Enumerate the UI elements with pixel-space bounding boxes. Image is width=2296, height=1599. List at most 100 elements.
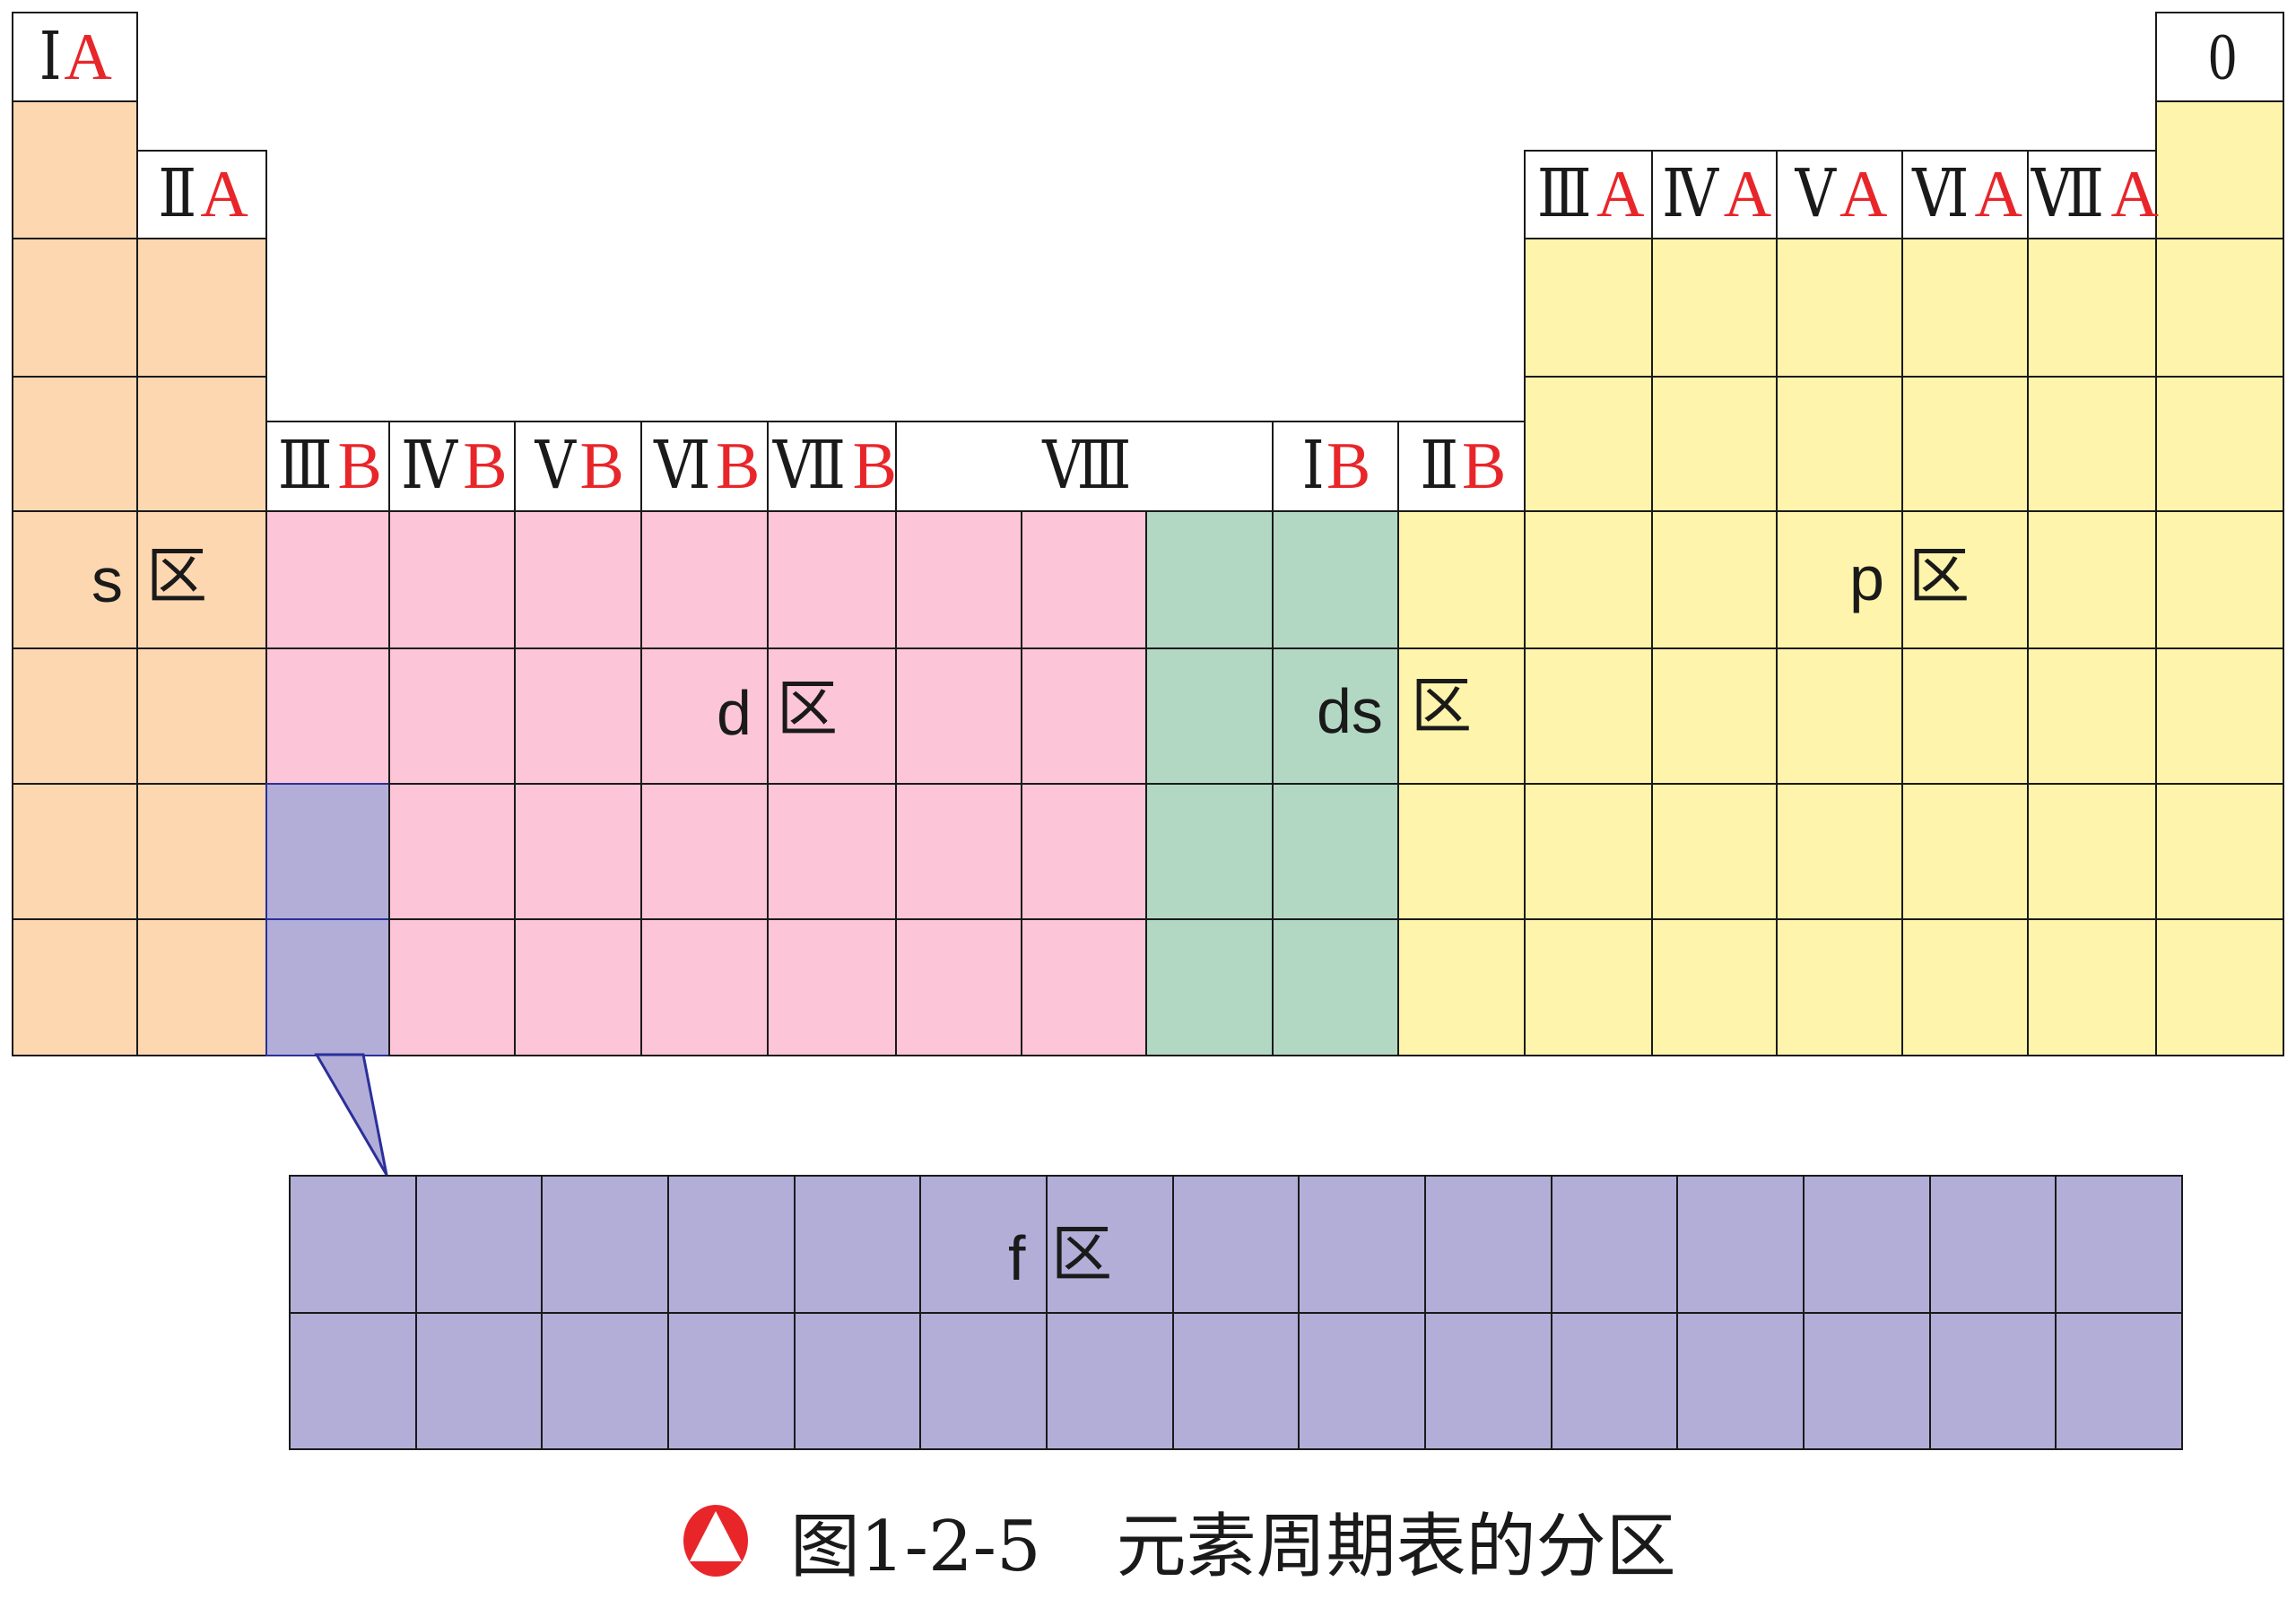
element-cell — [388, 918, 516, 1056]
element-cell — [2155, 783, 2284, 920]
element-cell — [1901, 783, 2029, 920]
f-block-cell — [667, 1312, 796, 1450]
f-block-cell — [1803, 1175, 1931, 1314]
element-cell — [1776, 783, 1903, 920]
f-block-cell — [1676, 1175, 1805, 1314]
figure-number: 图1-2-5 — [790, 1507, 1041, 1587]
element-cell — [2155, 510, 2284, 649]
element-cell — [136, 783, 267, 920]
p-block-letter: p — [1849, 543, 1884, 613]
f-block-cell — [1172, 1312, 1300, 1450]
group-roman-numeral: 0 — [2207, 20, 2236, 94]
d-block-letter: d — [717, 678, 752, 748]
element-cell — [12, 918, 138, 1056]
group-subgroup-letter: B — [1326, 430, 1371, 503]
element-cell — [640, 918, 769, 1056]
element-cell — [1901, 647, 2029, 785]
f-block-cell — [1551, 1175, 1679, 1314]
group-subgroup-letter: A — [200, 158, 248, 231]
f-block-cell — [2055, 1175, 2183, 1314]
element-cell — [12, 238, 138, 378]
d-block-qu: 区 — [777, 674, 839, 745]
group-roman-numeral: Ⅶ — [2031, 158, 2104, 231]
element-cell — [2155, 918, 2284, 1056]
element-cell — [1272, 918, 1399, 1056]
element-cell — [895, 510, 1022, 649]
element-cell — [1776, 510, 1903, 649]
element-cell — [514, 647, 642, 785]
f-block-cell — [541, 1312, 669, 1450]
element-cell — [1524, 376, 1653, 512]
element-cell — [1145, 510, 1274, 649]
f-block-cell — [415, 1175, 544, 1314]
element-cell — [1145, 918, 1274, 1056]
element-cell — [1524, 647, 1653, 785]
element-cell — [1901, 376, 2029, 512]
element-cell — [1397, 918, 1526, 1056]
f-block-cell — [919, 1312, 1048, 1450]
group-subgroup-letter: B — [337, 430, 382, 503]
p-block-qu: 区 — [1909, 542, 1970, 613]
group-subgroup-letter: A — [1596, 158, 1645, 231]
f-block-cell — [289, 1175, 417, 1314]
element-cell — [1776, 238, 1903, 378]
element-cell — [1272, 783, 1399, 920]
group-subgroup-letter: B — [463, 430, 508, 503]
f-block-cell — [415, 1312, 544, 1450]
group-roman-numeral: Ⅳ — [1661, 158, 1718, 231]
group-subgroup-letter: A — [2110, 158, 2159, 231]
group-subgroup-letter: B — [579, 430, 624, 503]
f-block-cell — [1803, 1312, 1931, 1450]
f-block-cell — [919, 1175, 1048, 1314]
f-block-cell — [1298, 1175, 1426, 1314]
element-cell — [895, 918, 1022, 1056]
f-block-cell — [794, 1312, 922, 1450]
element-cell — [136, 376, 267, 512]
group-roman-numeral: Ⅵ — [653, 430, 710, 503]
element-cell — [1272, 647, 1399, 785]
s-block-qu: 区 — [146, 542, 208, 613]
ds-block-qu: 区 — [1411, 672, 1473, 743]
f-block-cell — [794, 1175, 922, 1314]
group-subgroup-letter: B — [716, 430, 761, 503]
element-cell — [136, 510, 267, 649]
element-cell — [265, 783, 390, 920]
group-roman-numeral: Ⅴ — [1795, 158, 1835, 231]
group-subgroup-letter: A — [1974, 158, 2022, 231]
f-block-cell — [289, 1312, 417, 1450]
group-subgroup-letter: B — [1461, 430, 1507, 503]
element-cell — [136, 918, 267, 1056]
red-triangle-badge-icon — [683, 1505, 748, 1577]
element-cell — [388, 647, 516, 785]
group-subgroup-letter: A — [1723, 158, 1772, 231]
element-cell — [1901, 510, 2029, 649]
element-cell — [2027, 647, 2157, 785]
f-block-cell — [1424, 1312, 1552, 1450]
group-header-0: 0 — [2155, 12, 2284, 102]
group-subgroup-letter: B — [852, 430, 897, 503]
element-cell — [895, 647, 1022, 785]
element-cell — [388, 783, 516, 920]
element-cell — [1021, 918, 1147, 1056]
figure-caption: 图1-2-5 元素周期表的分区 — [679, 1496, 1676, 1587]
f-block-cell — [1929, 1312, 2057, 1450]
element-cell — [1021, 510, 1147, 649]
element-cell — [1651, 510, 1778, 649]
element-cell — [1651, 238, 1778, 378]
f-block-cell — [1298, 1312, 1426, 1450]
group-subgroup-letter: A — [1839, 158, 1888, 231]
element-cell — [2155, 376, 2284, 512]
element-cell — [2027, 376, 2157, 512]
element-cell — [1776, 647, 1903, 785]
element-cell — [640, 647, 769, 785]
